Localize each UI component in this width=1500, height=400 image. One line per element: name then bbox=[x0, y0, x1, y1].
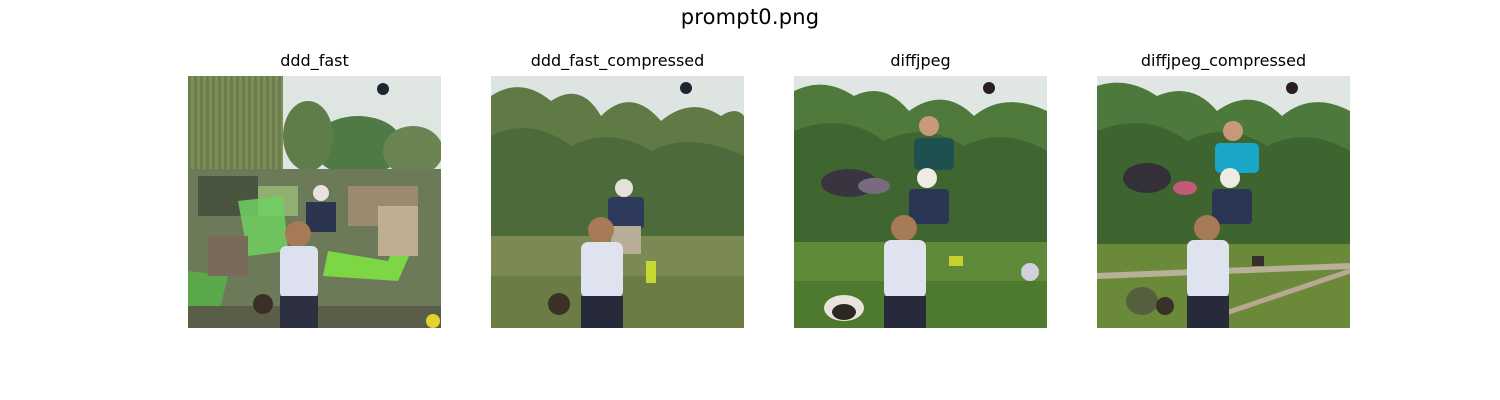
generated-image-ddd-fast bbox=[188, 76, 441, 328]
generated-image bbox=[491, 76, 744, 328]
figure-title: prompt0.png bbox=[680, 5, 820, 29]
generated-image bbox=[1097, 76, 1350, 328]
panel-title: ddd_fast_compressed bbox=[530, 51, 705, 70]
panel-title: diffjpeg_compressed bbox=[1140, 51, 1307, 70]
generated-image-ddd-fast-compressed bbox=[491, 76, 744, 328]
generated-image bbox=[794, 76, 1047, 328]
panel-title: ddd_fast bbox=[280, 51, 349, 70]
panel-title: diffjpeg bbox=[890, 51, 951, 70]
generated-image-diffjpeg bbox=[794, 76, 1047, 328]
generated-image-diffjpeg-compressed bbox=[1097, 76, 1350, 328]
generated-image bbox=[188, 76, 441, 328]
